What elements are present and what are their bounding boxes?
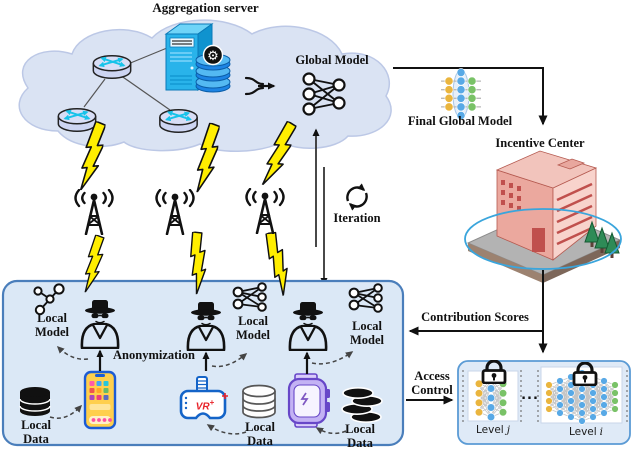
final-global-model-icon — [441, 68, 481, 120]
local-model-label: Local Model — [235, 314, 271, 342]
dashed-arrow-to-local-model — [211, 353, 248, 368]
incentive-center-label: Incentive Center — [495, 136, 585, 150]
refresh-icon — [346, 183, 368, 211]
local-model-icon — [232, 282, 267, 312]
arrow-cloud-to-incentive — [393, 67, 548, 126]
coins-icon — [341, 386, 383, 423]
nn-level-i-icon — [545, 369, 619, 425]
local-data-label: Local Data — [245, 420, 275, 448]
dashed-arrow-data-to-device — [315, 427, 347, 435]
antenna-icon — [245, 188, 285, 234]
nn-level-j-icon — [474, 374, 508, 422]
dashed-arrow-to-local-model — [56, 345, 89, 360]
antenna-icon — [155, 189, 195, 235]
incentive-building — [495, 150, 598, 261]
merge-icon — [244, 76, 276, 96]
iteration-label: Iteration — [333, 211, 381, 225]
router-icon — [160, 110, 197, 132]
local-model-icon — [33, 283, 65, 316]
local-model-icon — [348, 283, 383, 313]
router-icon — [58, 109, 95, 131]
antenna-icon — [74, 189, 114, 235]
vr-headset-icon — [179, 376, 228, 420]
router-links — [83, 47, 171, 111]
local-data-label: Local Data — [21, 418, 51, 446]
dashed-arrow-data-to-device — [206, 424, 247, 435]
global-model-icon — [302, 72, 346, 116]
database-icon — [242, 384, 276, 419]
gear-icon: ⚙ — [202, 44, 224, 66]
final-global-model-label: Final Global Model — [407, 114, 513, 128]
server-database-icon: ⚙ — [195, 44, 231, 93]
svg-text:⚙: ⚙ — [207, 49, 219, 64]
dashed-arrow-data-to-device — [49, 404, 83, 419]
access-control-label: Access Control — [411, 369, 453, 397]
incentive-center-icon — [464, 150, 622, 283]
incentive-ring — [464, 208, 622, 270]
anonymization-label: Anonymization — [113, 348, 195, 362]
router-icon — [93, 56, 130, 78]
levels-box — [457, 360, 631, 445]
local-data-label: Local Data — [345, 422, 375, 449]
contribution-scores-label: Contribution Scores — [421, 310, 529, 324]
smartphone-icon — [83, 370, 117, 430]
levels-ellipsis: ... — [521, 388, 539, 403]
aggregation-server-label: Aggregation server — [152, 0, 259, 15]
database-icon — [19, 387, 51, 416]
local-model-label: Local Model — [34, 311, 70, 339]
vr-logo: VR+ — [195, 398, 215, 413]
global-model-label: Global Model — [295, 53, 369, 67]
smartwatch-icon — [287, 373, 330, 428]
dashed-arrow-to-local-model — [311, 351, 354, 365]
local-model-label: Local Model — [349, 319, 385, 347]
